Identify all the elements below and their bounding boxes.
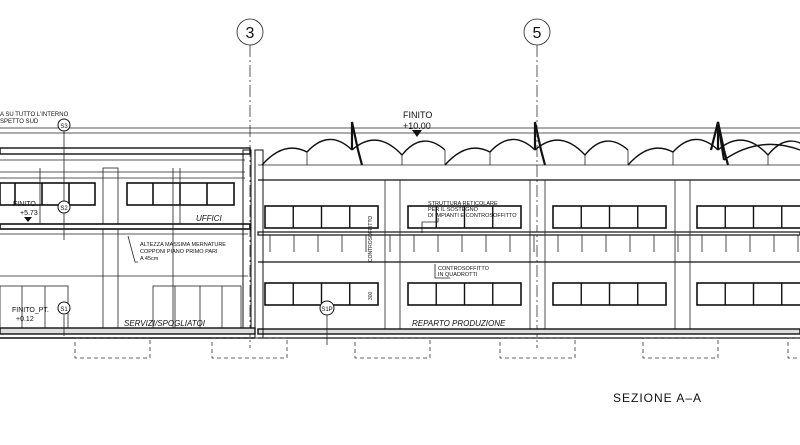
grid-axis-label: 5 <box>533 25 542 42</box>
grid-axis-label: 3 <box>246 25 255 42</box>
tag-s2: S2 <box>57 200 71 214</box>
grid-axis-5: 5 <box>523 18 551 348</box>
tag-label: S3 <box>60 124 68 130</box>
roof-strut <box>489 152 586 165</box>
grid-axis-3: 3 <box>236 18 264 348</box>
window <box>696 205 800 229</box>
roof-arch <box>351 139 446 157</box>
section-title: SEZIONE A–A <box>613 391 702 405</box>
note-struttura-2: PER IL SOSTEGNO <box>428 207 479 213</box>
first-floor-level-value: +5.73 <box>20 210 38 217</box>
roof-truss <box>533 121 547 166</box>
tag-s3: S3 <box>57 118 71 132</box>
production-building <box>254 121 800 339</box>
foundation-footing <box>354 337 431 359</box>
room-label-servizi: SERVIZI/SPOGLIATOI <box>124 319 206 328</box>
roof-strut <box>672 152 769 165</box>
note-controsoffitto: CONTROSOFFITTO <box>438 266 490 272</box>
roof-truss <box>709 121 726 161</box>
foundations <box>74 337 800 359</box>
foundation-footing <box>642 337 719 359</box>
note-struttura: STRUTTURA RETICOLARE <box>428 201 498 207</box>
roof-level-value: +10.00 <box>403 121 431 131</box>
tag-label: S2 <box>60 206 68 212</box>
tag-s1p: S1P <box>319 300 335 345</box>
foundation-footing <box>499 337 576 359</box>
tag-label: S1P <box>321 307 332 313</box>
dimension-300: 300 <box>368 291 374 300</box>
ground-level-value: +0.12 <box>16 316 34 323</box>
roof-truss <box>350 121 364 166</box>
foundation-footing <box>787 337 800 359</box>
first-floor-level-label: FINITO <box>13 201 36 208</box>
note-altezza: ALTEZZA MASSIMA MERNATURE <box>140 242 226 248</box>
note-controsoffitto-vertical: CONTROSOFFITTO <box>368 216 374 262</box>
note-controsoffitto-2: IN QUADROTTI <box>438 272 478 278</box>
note-top-left-2: SPETTO SUD <box>0 119 39 125</box>
roof-arch <box>723 143 800 161</box>
roof-strut <box>306 152 403 165</box>
note-top-left: A SU TUTTO L'INTERNO <box>0 112 69 118</box>
note-struttura-3: DI IMPIANTI E CONTROSOFFITTO <box>428 213 517 219</box>
note-altezza-2: COPPONI PIANO PRIMO PARI <box>140 249 218 255</box>
room-label-uffici: UFFICI <box>196 214 223 223</box>
roof-level-label: FINITO <box>403 110 432 120</box>
roof-arch <box>534 139 629 157</box>
room-label-reparto: REPARTO PRODUZIONE <box>412 319 506 328</box>
window <box>696 282 800 306</box>
tag-label: S1 <box>60 307 68 313</box>
tag-s1: S1 <box>57 301 71 315</box>
note-altezza-3: A 45cm <box>140 256 159 262</box>
foundation-footing <box>211 337 288 359</box>
roof-arch <box>717 139 800 157</box>
ground-level-label: FINITO_PT. <box>12 307 49 314</box>
foundation-footing <box>74 337 151 359</box>
